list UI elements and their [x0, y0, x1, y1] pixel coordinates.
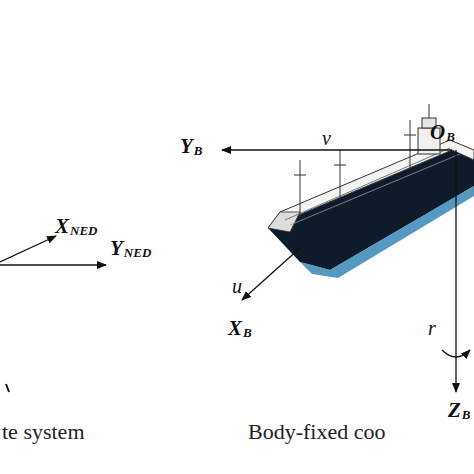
yaw-rate-symbol: r	[428, 318, 436, 338]
velocity-symbol: u	[232, 276, 242, 296]
axis-letter: X	[228, 318, 242, 339]
axis-letter: Y	[110, 238, 123, 259]
ship-illustration	[268, 104, 474, 278]
axis-subscript: NED	[70, 224, 97, 237]
axis-subscript: NED	[124, 246, 151, 259]
axis-subscript: B	[194, 144, 203, 157]
axis-stub	[6, 384, 9, 392]
origin-subscript: B	[446, 130, 455, 143]
yaw-rotation-arrow	[442, 350, 470, 357]
caption-text: Body-fixed coo	[248, 421, 385, 443]
origin-letter: O	[430, 122, 445, 143]
axis-letter: Y	[180, 136, 193, 157]
y-b-axis	[222, 149, 452, 150]
caption-text: te system	[2, 421, 85, 443]
x-ned-axis	[0, 236, 56, 262]
z-b-axis	[455, 150, 456, 392]
axis-letter: Z	[448, 400, 461, 421]
x-b-axis	[242, 248, 300, 300]
velocity-symbol: v	[322, 128, 331, 148]
axis-subscript: B	[462, 408, 471, 421]
axis-subscript: B	[243, 326, 252, 339]
axis-letter: X	[55, 216, 69, 237]
y-ned-axis	[0, 264, 106, 265]
